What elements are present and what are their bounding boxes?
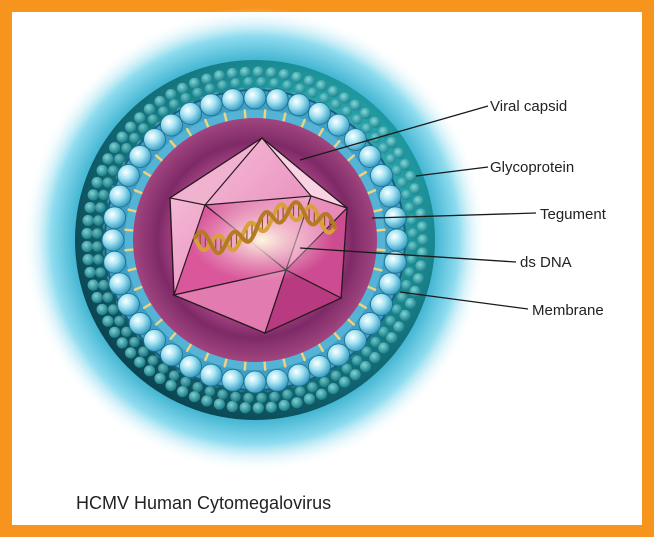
label-tegument: Tegument: [540, 206, 607, 223]
diagram-caption: HCMV Human Cytomegalovirus: [76, 493, 331, 513]
label-ds-dna: ds DNA: [520, 254, 572, 271]
label-membrane: Membrane: [532, 302, 604, 319]
label-glycoprotein: Glycoprotein: [490, 159, 574, 176]
label-viral-capsid: Viral capsid: [490, 98, 567, 115]
